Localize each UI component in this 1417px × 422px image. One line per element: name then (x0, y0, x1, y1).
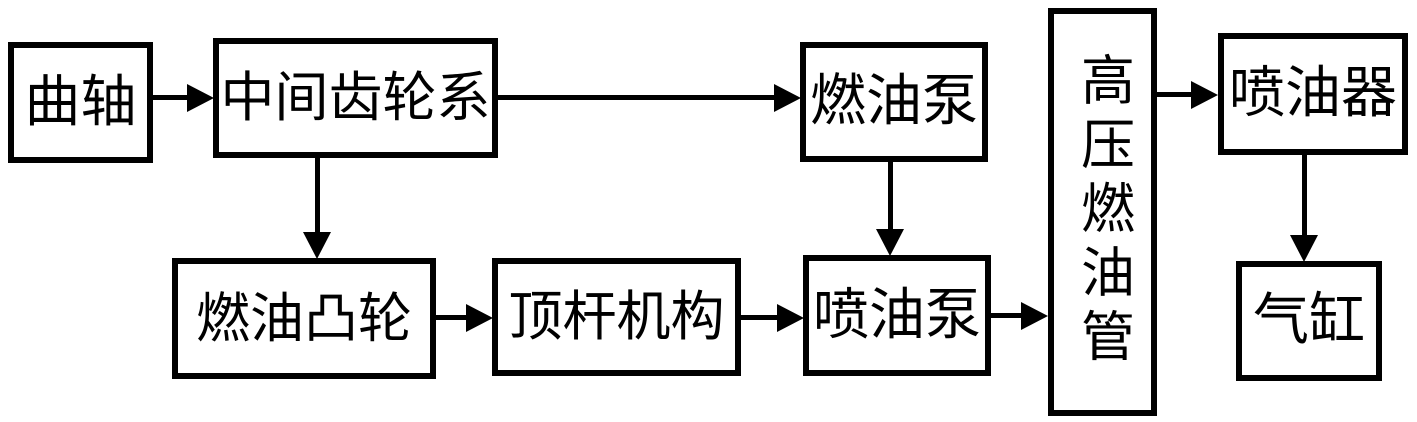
arrowhead-right-icon (1021, 302, 1048, 330)
node-crankshaft: 曲轴 (8, 42, 153, 163)
connector-pushrod-to-injection-pump (740, 315, 779, 320)
arrowhead-right-icon (774, 84, 801, 112)
connector-gear-train-to-fuel-pump (497, 95, 776, 100)
connector-fuel-pump-to-injection-pump (888, 161, 893, 231)
node-fuel-cam: 燃油凸轮 (172, 258, 436, 379)
arrowhead-right-icon (777, 304, 804, 332)
node-pushrod-mechanism: 顶杆机构 (492, 258, 741, 376)
arrowhead-down-icon (1290, 235, 1318, 262)
connector-fuel-cam-to-pushrod (435, 315, 468, 320)
connector-injection-pump-to-pipe (989, 313, 1023, 318)
node-high-pressure-fuel-pipe: 高压燃油管 (1048, 8, 1157, 416)
arrowhead-right-icon (187, 84, 214, 112)
connector-gear-train-to-fuel-cam (315, 157, 320, 234)
connector-crankshaft-to-gear-train (153, 95, 189, 100)
node-fuel-injector: 喷油器 (1218, 33, 1408, 155)
arrowhead-down-icon (876, 229, 904, 256)
arrowhead-right-icon (466, 304, 493, 332)
connector-pipe-to-injector (1156, 92, 1193, 97)
node-fuel-injection-pump: 喷油泵 (803, 255, 991, 376)
node-intermediate-gear-train: 中间齿轮系 (213, 38, 498, 158)
connector-injector-to-cylinder (1302, 154, 1307, 237)
arrowhead-right-icon (1191, 81, 1218, 109)
arrowhead-down-icon (303, 232, 331, 259)
node-cylinder: 气缸 (1236, 261, 1382, 381)
node-fuel-supply-pump: 燃油泵 (800, 42, 988, 162)
